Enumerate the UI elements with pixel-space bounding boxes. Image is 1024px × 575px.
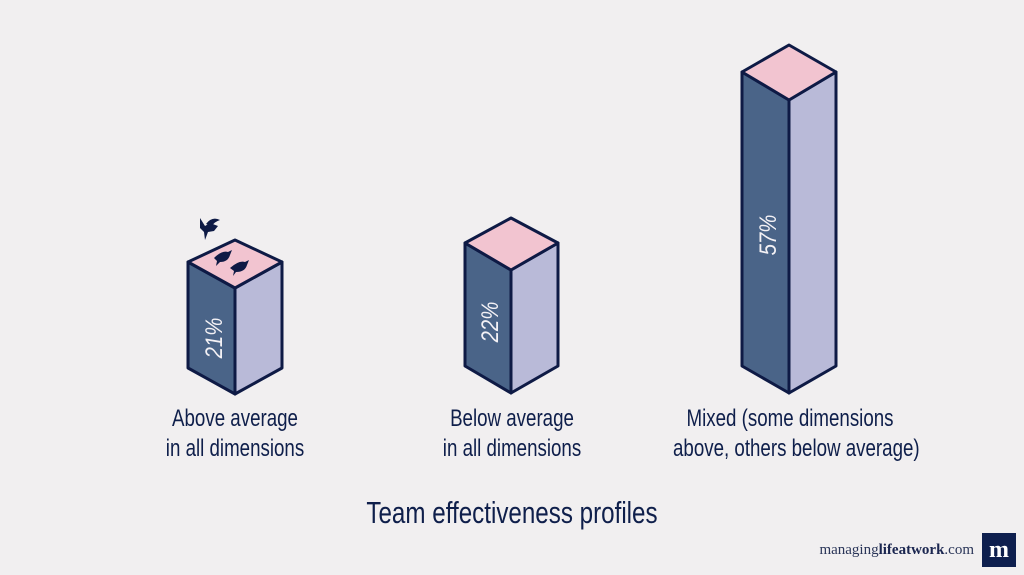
brand-bold: lifeatwork — [878, 541, 945, 558]
category-label-line1: Below average — [450, 405, 574, 432]
brand-prefix: managing — [819, 541, 879, 558]
value-label-22: 22% — [476, 302, 503, 344]
chart-title: Team effectiveness profiles — [366, 495, 658, 530]
value-label-21: 21% — [200, 318, 227, 360]
brand-logo-icon: m — [982, 533, 1016, 567]
category-label-line2: in all dimensions — [165, 435, 305, 462]
brand-wordmark: managinglifeatwork.com — [819, 542, 974, 559]
category-label-line2: in all dimensions — [442, 435, 582, 462]
value-label-57: 57% — [754, 215, 781, 256]
column-top-face — [463, 216, 560, 272]
category-label-line2: above, others below average) — [673, 435, 920, 462]
category-label-below-average: Below average in all dimensions — [415, 404, 610, 464]
category-label-line1: Mixed (some dimensions — [686, 405, 894, 432]
column-above-average: 21% — [186, 218, 284, 396]
bird-icon — [200, 218, 220, 240]
column-mixed: 57% — [740, 43, 838, 395]
brand-footer: managinglifeatwork.com m — [819, 533, 1016, 567]
category-label-line1: Above average — [172, 405, 298, 432]
category-label-mixed: Mixed (some dimensions above, others bel… — [673, 404, 920, 464]
column-side-face — [787, 70, 838, 395]
bird-icon — [214, 250, 232, 266]
category-label-above-average: Above average in all dimensions — [138, 404, 333, 464]
column-below-average: 22% — [463, 216, 560, 395]
column-top-face — [740, 43, 838, 102]
bird-icon — [230, 260, 249, 276]
column-top-face — [186, 238, 284, 290]
brand-suffix: .com — [944, 541, 974, 558]
